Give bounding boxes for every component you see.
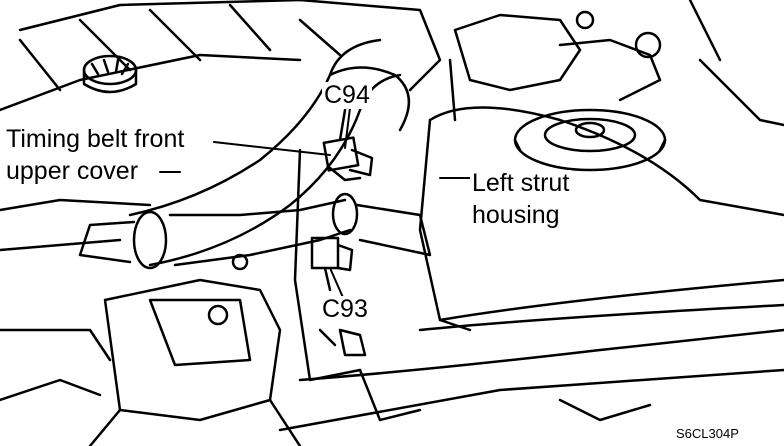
lower-hose (168, 192, 432, 267)
left-strut-housing-label-line1: Left strut (470, 169, 572, 197)
c94-label: C94 (322, 81, 372, 109)
c93-label: C93 (320, 295, 370, 323)
body-panel (278, 148, 784, 432)
upper-right-brackets (448, 0, 784, 127)
strut-housing (418, 106, 784, 332)
engine-block-outline (0, 0, 442, 402)
engine-mount-bracket (88, 253, 302, 446)
connector-c93 (310, 236, 367, 357)
timing-belt-cover-label-line1: Timing belt front (4, 125, 187, 153)
filler-cap (82, 54, 138, 94)
timing-belt-cover-label-line2: upper cover (4, 157, 141, 185)
left-strut-housing-label-line2: housing (470, 201, 562, 229)
figure-code: S6CL304P (676, 426, 739, 441)
connector-c94 (322, 108, 374, 182)
